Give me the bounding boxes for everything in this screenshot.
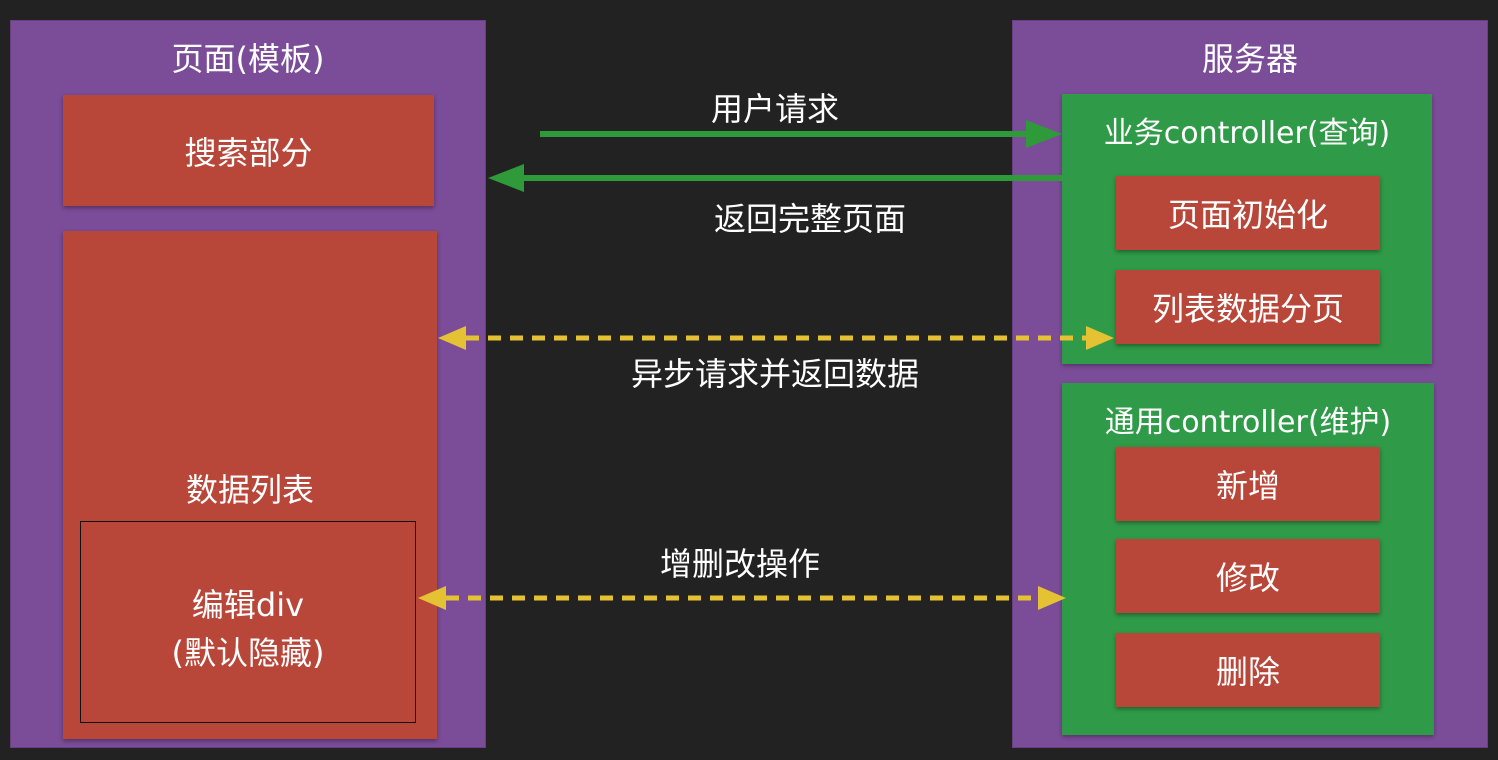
server-title: 服务器 <box>1201 40 1298 78</box>
page-init-box: 页面初始化 <box>1116 176 1380 250</box>
modify-label: 修改 <box>1215 559 1280 597</box>
crud-label: 增删改操作 <box>659 545 820 583</box>
modify-box: 修改 <box>1116 539 1380 613</box>
generic-controller-title: 通用controller(维护) <box>1104 405 1392 440</box>
list-paging-label: 列表数据分页 <box>1151 290 1344 328</box>
async-request-label: 异步请求并返回数据 <box>630 355 919 393</box>
data-list-box: 数据列表 编辑div (默认隐藏) <box>63 231 437 739</box>
return-page-label: 返回完整页面 <box>713 200 906 238</box>
data-list-label: 数据列表 <box>185 471 314 509</box>
edit-div-label: 编辑div <box>191 586 305 624</box>
server-panel: 服务器 业务controller(查询) 页面初始化 列表数据分页 通用cont… <box>1012 20 1488 748</box>
return-page-arrow <box>488 164 1062 192</box>
async-request-arrow <box>438 326 1114 350</box>
business-controller-box: 业务controller(查询) 页面初始化 列表数据分页 <box>1062 94 1432 364</box>
add-label: 新增 <box>1215 467 1280 505</box>
user-request-arrow <box>540 120 1062 148</box>
delete-label: 删除 <box>1215 653 1280 691</box>
edit-div-hidden-label: (默认隐藏) <box>171 634 325 672</box>
search-section-label: 搜索部分 <box>184 133 313 172</box>
business-controller-title: 业务controller(查询) <box>1103 116 1391 151</box>
page-init-label: 页面初始化 <box>1167 196 1328 234</box>
page-template-title: 页面(模板) <box>171 40 325 78</box>
edit-div-box: 编辑div (默认隐藏) <box>80 521 416 723</box>
search-section-box: 搜索部分 <box>63 95 434 206</box>
crud-arrow <box>418 586 1066 610</box>
generic-controller-box: 通用controller(维护) 新增 修改 删除 <box>1062 383 1434 735</box>
list-paging-box: 列表数据分页 <box>1116 270 1380 344</box>
user-request-label: 用户请求 <box>710 90 839 128</box>
page-template-panel: 页面(模板) 搜索部分 数据列表 编辑div (默认隐藏) <box>10 20 486 748</box>
delete-box: 删除 <box>1116 633 1380 707</box>
add-box: 新增 <box>1116 447 1380 521</box>
